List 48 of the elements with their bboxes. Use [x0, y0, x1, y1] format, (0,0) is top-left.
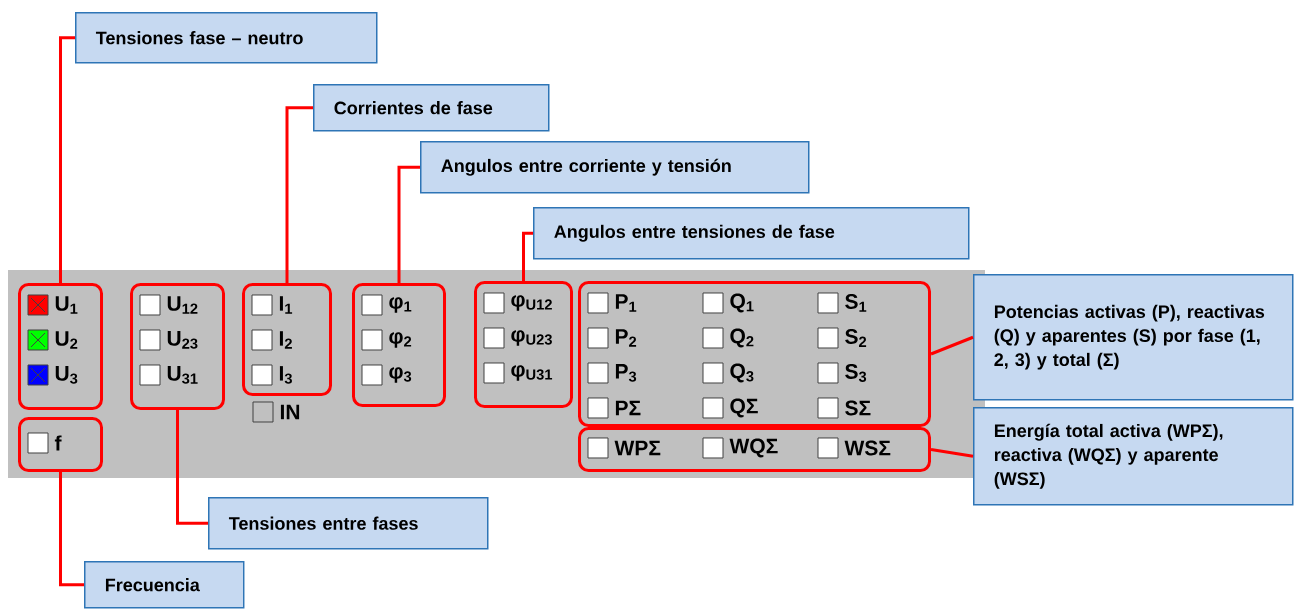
leader-line	[930, 448, 974, 458]
callout-box: Tensiones fase – neutro	[75, 12, 378, 64]
checkbox: I$_{2}$	[251, 329, 292, 351]
leader-line	[59, 472, 84, 587]
checkbox: φ$_{3}$	[361, 364, 412, 386]
checkbox: IN	[252, 401, 300, 423]
checkbox: WPΣ	[587, 437, 661, 459]
checkbox: I$_{1}$	[251, 294, 293, 316]
checkbox: S$_{3}$	[817, 362, 867, 384]
checkbox: φ$_{U31}$	[483, 362, 553, 384]
checkbox: WQΣ	[702, 437, 778, 459]
checkbox: WSΣ	[817, 437, 891, 459]
checkbox: φ$_{U23}$	[483, 327, 552, 349]
checkbox: U$_{3}$	[27, 364, 78, 386]
callout-box: Angulos entre tensiones de fase	[533, 207, 970, 260]
checkbox: f	[27, 432, 62, 454]
leader-line	[930, 335, 974, 356]
callout-box: Tensiones entre fases	[208, 497, 489, 550]
checkbox: φ$_{2}$	[361, 329, 412, 351]
checkbox: U$_{2}$	[27, 329, 78, 351]
checkbox: U$_{31}$	[139, 364, 198, 386]
checkbox: S$_{1}$	[817, 292, 867, 314]
leader-line	[176, 410, 208, 525]
checkbox: I$_{3}$	[251, 364, 292, 386]
checkbox: P$_{2}$	[587, 327, 637, 349]
checkbox: Q$_{1}$	[702, 292, 754, 314]
callout-box: Energía total activa (WPΣ), reactiva (WQΣ) y aparente (WSΣ)	[973, 407, 1294, 506]
checkbox: φ$_{1}$	[361, 294, 412, 316]
checkbox: U$_{23}$	[139, 329, 198, 351]
checkbox: Q$_{2}$	[702, 327, 754, 349]
checkbox: U$_{12}$	[139, 294, 198, 316]
checkbox: QΣ	[702, 397, 758, 419]
callout-box: Angulos entre corriente y tensión	[420, 141, 810, 194]
callout-box: Corrientes de fase	[313, 84, 550, 132]
leader-line	[285, 106, 313, 283]
checkbox: P$_{1}$	[587, 292, 637, 314]
callout-box: Frecuencia	[84, 561, 245, 609]
checkbox: PΣ	[587, 397, 641, 419]
leader-line	[522, 231, 533, 281]
checkbox: φ$_{U12}$	[483, 292, 552, 314]
checkbox: S$_{2}$	[817, 327, 867, 349]
callout-box: Potencias activas (P), reactivas (Q) y aparentes (S) por fase (1, 2, 3) y total (Σ)	[973, 274, 1294, 401]
checkbox: P$_{3}$	[587, 362, 637, 384]
checkbox: SΣ	[817, 397, 871, 419]
checkbox: Q$_{3}$	[702, 362, 754, 384]
leader-line	[59, 36, 75, 283]
checkbox: U$_{1}$	[27, 294, 78, 316]
leader-line	[397, 165, 420, 283]
